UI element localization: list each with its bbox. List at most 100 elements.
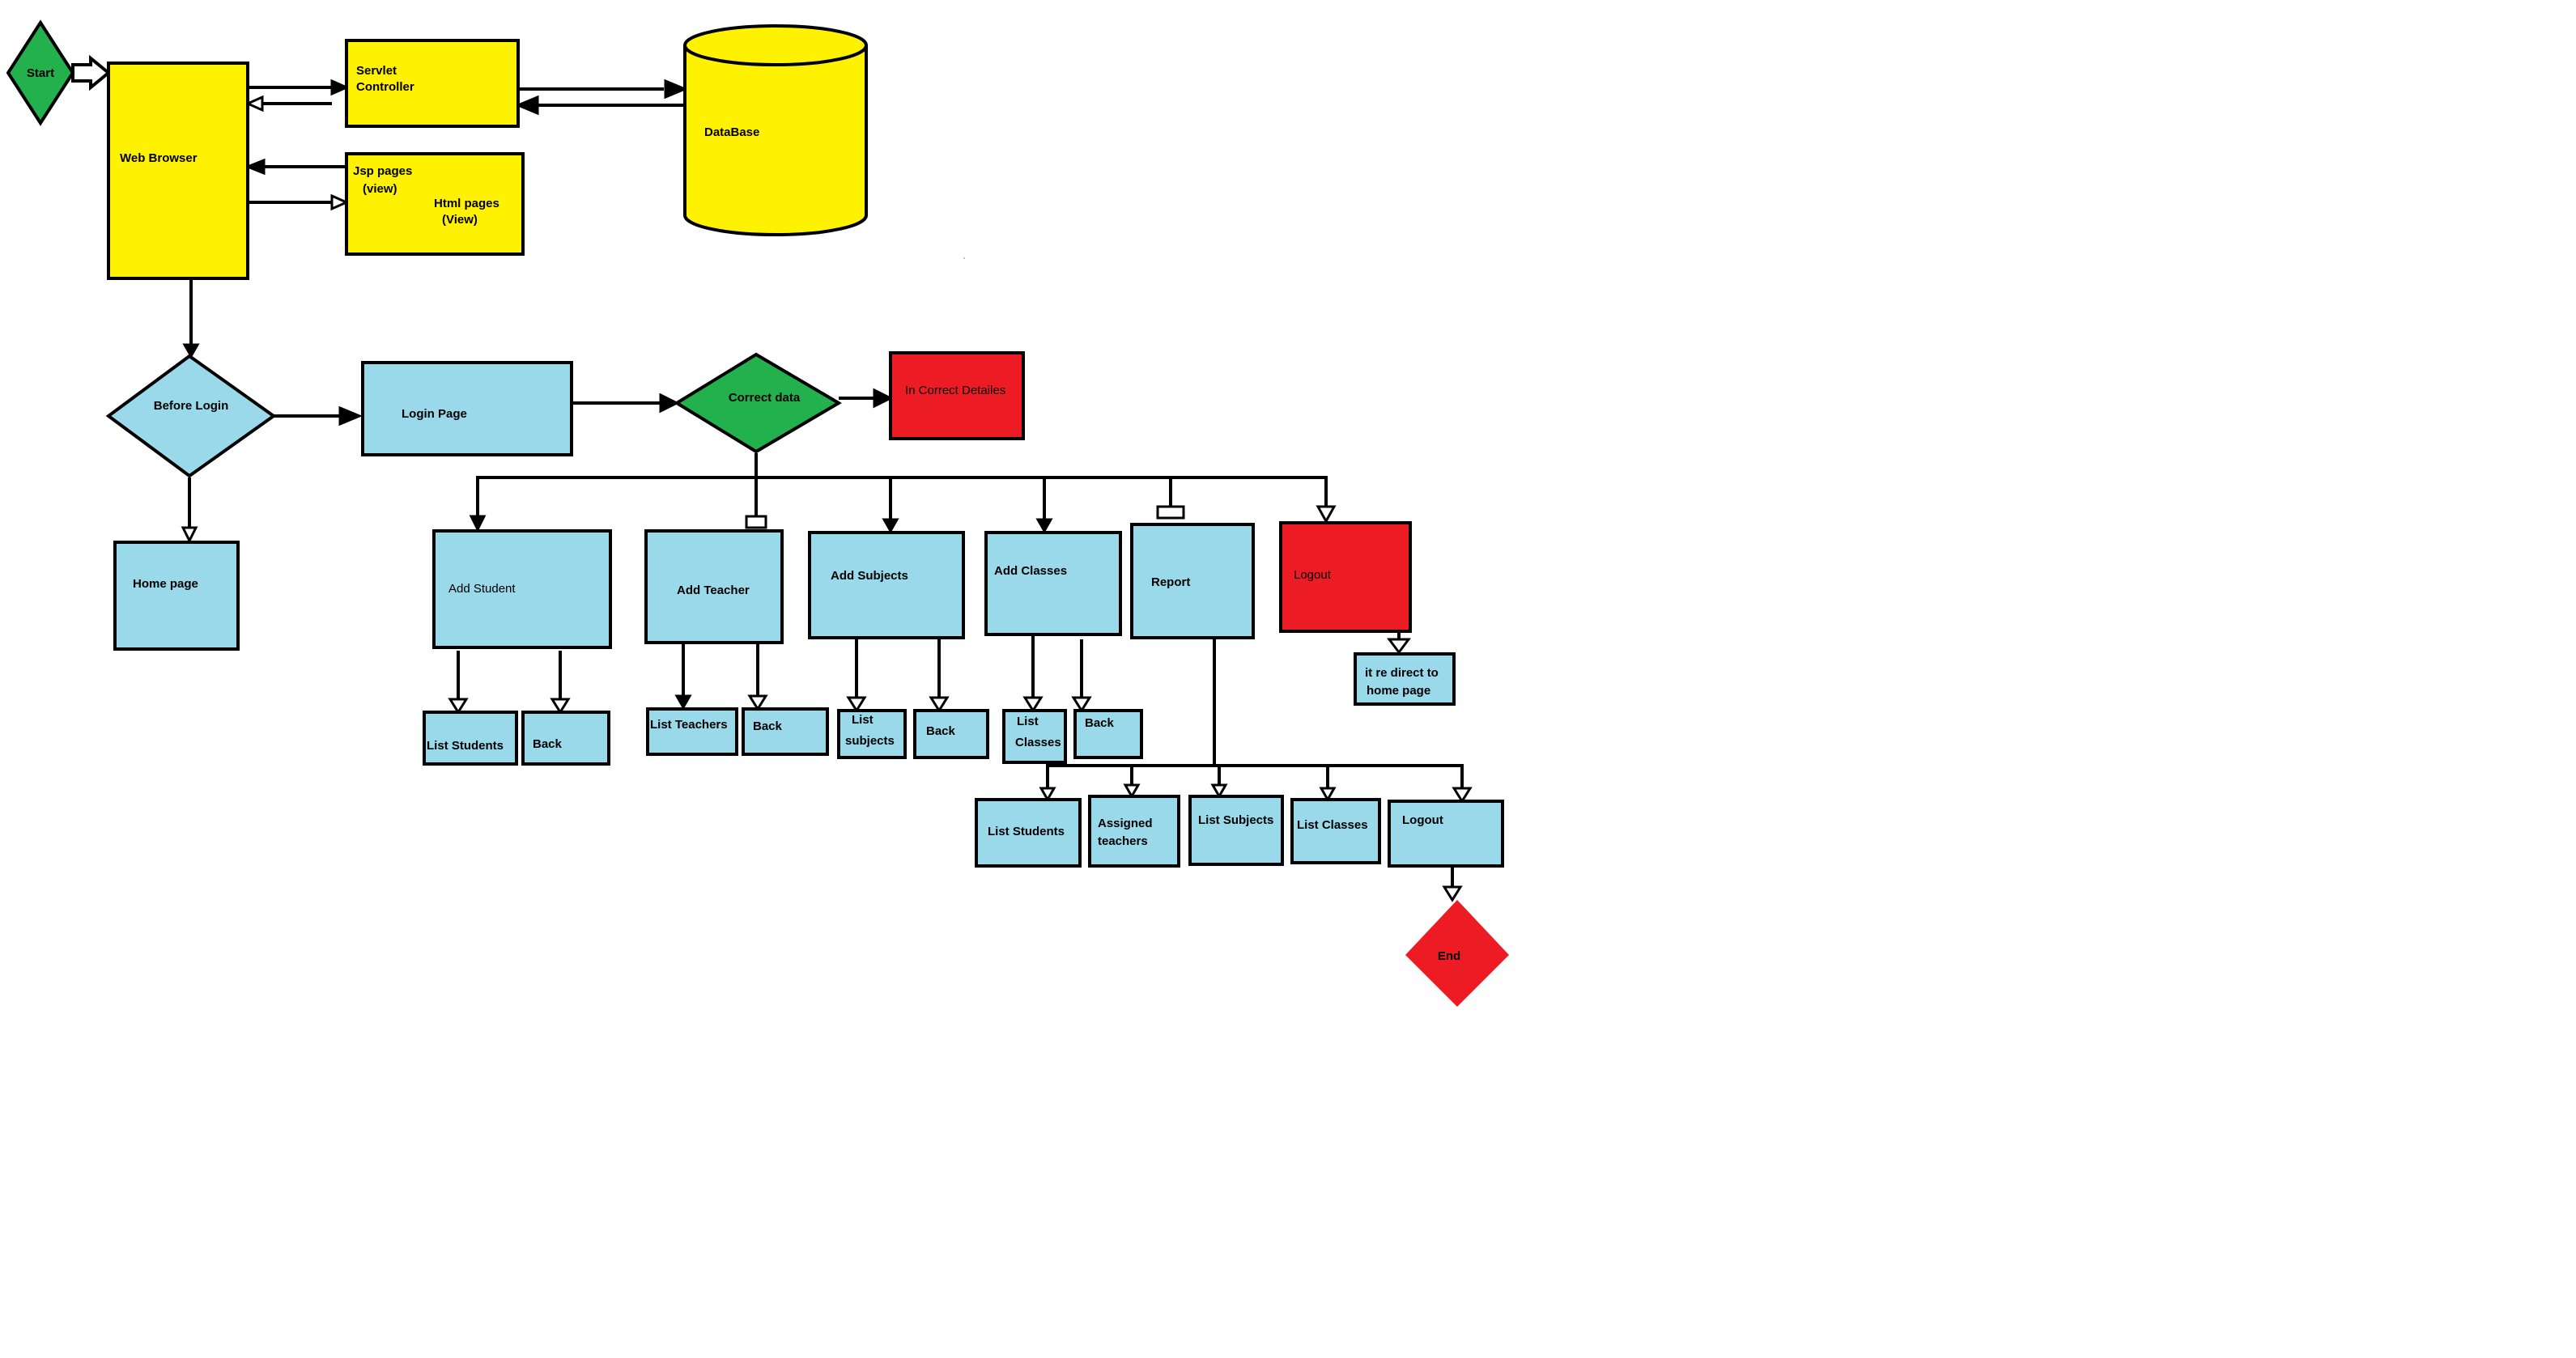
arrow-to-logout bbox=[1316, 505, 1337, 524]
correct-data-label: Correct data bbox=[729, 391, 801, 405]
start-node: Start bbox=[6, 19, 75, 126]
list-subjects-node: List subjects bbox=[837, 709, 907, 759]
arrow-jsp-to-browser bbox=[244, 158, 266, 176]
report-list-subjects-node: List Subjects bbox=[1188, 795, 1284, 866]
back-label-classes: Back bbox=[1085, 716, 1115, 730]
add-subjects-node: Add Subjects bbox=[808, 531, 965, 639]
arrow-to-back-1 bbox=[550, 698, 571, 715]
list-teachers-node: List Teachers bbox=[646, 707, 738, 756]
html-label-line2: (View) bbox=[442, 213, 478, 227]
html-label-line1: Html pages bbox=[434, 197, 499, 210]
list-classes-node: List Classes bbox=[1002, 709, 1067, 764]
redirect-home-node: it re direct to home page bbox=[1354, 652, 1456, 706]
arrow-to-list-subjects bbox=[846, 696, 867, 713]
servlet-label-line1: Servlet bbox=[356, 64, 397, 78]
web-browser-node: Web Browser bbox=[107, 62, 249, 280]
redirect-label-line2: home page bbox=[1367, 684, 1430, 698]
add-student-label: Add Student bbox=[448, 582, 516, 596]
list-teachers-label: List Teachers bbox=[650, 718, 728, 732]
add-classes-node: Add Classes bbox=[984, 531, 1122, 636]
arrow-to-browser-1 bbox=[244, 95, 264, 112]
arrow-to-add-subjects bbox=[882, 518, 899, 534]
incorrect-details-node: In Correct Detailes bbox=[889, 351, 1025, 440]
arrow-to-report-list-subjects bbox=[1210, 783, 1228, 800]
add-student-node: Add Student bbox=[432, 529, 612, 649]
back-node-student: Back bbox=[521, 711, 610, 766]
home-page-label: Home page bbox=[133, 577, 198, 591]
back-node-classes: Back bbox=[1073, 709, 1143, 759]
arrow-to-redirect bbox=[1387, 638, 1411, 655]
report-label: Report bbox=[1151, 575, 1190, 589]
arrow-to-add-student bbox=[469, 515, 487, 533]
arrow-to-servlet bbox=[330, 79, 350, 96]
logout-node: Logout bbox=[1279, 521, 1412, 633]
arrow-to-back-2 bbox=[747, 694, 768, 711]
list-subjects-label-line1: List bbox=[852, 713, 874, 727]
report-list-classes-label: List Classes bbox=[1297, 818, 1368, 832]
arrow-to-report-list-classes bbox=[1319, 787, 1337, 803]
assigned-teachers-node: Assigned teachers bbox=[1088, 795, 1180, 868]
arrow-to-assigned-teachers bbox=[1123, 783, 1141, 800]
back-label-student: Back bbox=[533, 737, 563, 751]
arrow-to-database bbox=[664, 79, 688, 100]
report-logout-node: Logout bbox=[1388, 800, 1504, 868]
arrow-to-before-login bbox=[182, 343, 200, 359]
add-teacher-node: Add Teacher bbox=[644, 529, 784, 644]
list-students-node: List Students bbox=[423, 711, 518, 766]
database-label: DataBase bbox=[704, 125, 759, 139]
back-node-teacher: Back bbox=[742, 707, 829, 756]
login-page-node: Login Page bbox=[361, 361, 573, 456]
web-browser-label: Web Browser bbox=[120, 151, 198, 165]
before-login-node: Before Login bbox=[105, 354, 277, 478]
report-node: Report bbox=[1130, 523, 1255, 639]
arrowheads bbox=[71, 54, 1473, 902]
report-list-classes-node: List Classes bbox=[1290, 798, 1381, 864]
arrow-to-back-4 bbox=[1071, 696, 1092, 713]
report-list-students-label: List Students bbox=[988, 825, 1065, 838]
arrow-to-report bbox=[1156, 505, 1185, 520]
connectors bbox=[73, 71, 1464, 889]
end-label: End bbox=[1438, 949, 1460, 963]
redirect-label-line1: it re direct to bbox=[1365, 666, 1439, 680]
jsp-html-pages-node: Jsp pages (view) Html pages (View) bbox=[345, 152, 525, 256]
login-page-label: Login Page bbox=[402, 407, 467, 421]
incorrect-label: In Correct Detailes bbox=[905, 384, 1005, 397]
assigned-teachers-label-line2: teachers bbox=[1098, 834, 1148, 848]
arrow-to-login-page bbox=[338, 405, 363, 426]
arrow-to-incorrect bbox=[873, 388, 894, 409]
home-page-node: Home page bbox=[113, 541, 240, 651]
correct-data-node: Correct data bbox=[674, 352, 842, 454]
back-node-subjects: Back bbox=[913, 709, 989, 759]
arrow-to-correct-data bbox=[659, 393, 680, 414]
report-list-students-node: List Students bbox=[975, 798, 1082, 868]
servlet-controller-node: Servlet Controller bbox=[345, 39, 520, 128]
arrow-to-report-logout bbox=[1452, 787, 1473, 804]
add-teacher-label: Add Teacher bbox=[677, 584, 750, 597]
end-node: End bbox=[1405, 900, 1509, 1007]
report-list-subjects-label: List Subjects bbox=[1198, 813, 1273, 827]
arrow-to-add-classes bbox=[1035, 518, 1053, 534]
arrow-to-add-teacher bbox=[745, 515, 767, 529]
arrow-to-list-classes bbox=[1022, 696, 1044, 713]
start-label: Start bbox=[27, 66, 54, 80]
stray-pixel bbox=[963, 257, 965, 259]
before-login-label: Before Login bbox=[154, 399, 229, 413]
servlet-label-line2: Controller bbox=[356, 80, 414, 94]
list-classes-label-line1: List bbox=[1017, 715, 1039, 728]
jsp-label-line2: (view) bbox=[363, 182, 397, 196]
back-label-teacher: Back bbox=[753, 719, 783, 733]
arrow-to-list-teachers bbox=[674, 694, 692, 711]
jsp-label-line1: Jsp pages bbox=[353, 164, 412, 178]
add-classes-label: Add Classes bbox=[994, 564, 1067, 578]
database-node: DataBase bbox=[683, 24, 868, 236]
arrow-to-back-3 bbox=[929, 696, 950, 713]
list-students-label: List Students bbox=[427, 739, 504, 753]
list-subjects-label-line2: subjects bbox=[845, 734, 895, 748]
add-subjects-label: Add Subjects bbox=[831, 569, 908, 583]
list-classes-label-line2: Classes bbox=[1015, 736, 1061, 749]
report-logout-label: Logout bbox=[1402, 813, 1443, 827]
arrow-browser-to-html bbox=[330, 193, 350, 211]
arrow-to-home bbox=[181, 526, 198, 544]
arrow-to-report-list-students bbox=[1039, 787, 1056, 803]
back-label-subjects: Back bbox=[926, 724, 956, 738]
